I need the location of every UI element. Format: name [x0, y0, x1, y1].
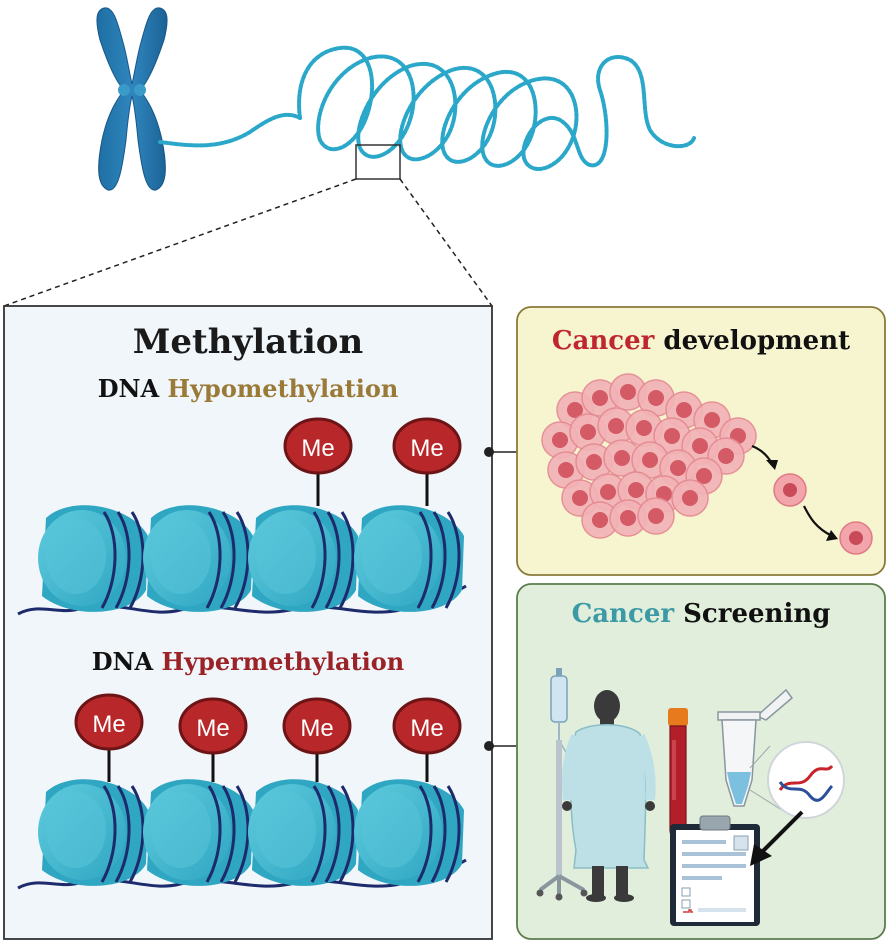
zoom-line-right [399, 178, 493, 307]
arrow-head [766, 460, 778, 470]
development-word2: development [663, 326, 851, 356]
connector-dot-development [484, 447, 494, 457]
hyper-me-marker-1 [74, 693, 144, 782]
cancer-cell [617, 471, 655, 509]
hyper-nucleosome-2 [143, 779, 253, 886]
connector-dot-screening [484, 741, 494, 751]
dna-coil [158, 45, 696, 171]
me-label: Me [300, 715, 333, 742]
cancer-cell [541, 421, 579, 459]
screening-word2: Screening [683, 599, 831, 629]
hyper-nucleosome-row [17, 779, 467, 890]
hyper-nucleosome-3 [248, 779, 358, 886]
cancer-cell [547, 451, 585, 489]
hypo-nucleosome-row [17, 505, 467, 616]
cancer-screening-title: Cancer Screening [517, 599, 885, 629]
patient-icon [561, 690, 656, 902]
me-label: Me [301, 435, 334, 462]
me-label: Me [92, 711, 125, 738]
hyper-prefix: DNA [91, 647, 154, 676]
blood-tube-icon [668, 708, 688, 840]
report-clipboard-icon [670, 815, 760, 926]
cancer-development-title: Cancer development [517, 326, 885, 356]
sample-tube-icon [717, 688, 794, 807]
hypo-word: Hypomethylation [167, 374, 399, 403]
cancer-cell [569, 413, 607, 451]
hyper-heading: DNA Hypermethylation [0, 647, 496, 676]
metastatic-cell [773, 473, 807, 507]
cancer-cell [609, 373, 647, 411]
hyper-nucleosome-1 [38, 779, 148, 886]
cancer-cell [575, 443, 613, 481]
hypo-nucleosome-4 [354, 505, 464, 612]
tumor-cluster-icon [541, 373, 873, 555]
hypo-me-marker-2 [392, 417, 462, 506]
development-word1: Cancer [551, 326, 655, 356]
cancer-cell [625, 409, 663, 447]
cancer-cell [685, 457, 723, 495]
arrow-head [826, 530, 838, 541]
hypo-heading: DNA Hypomethylation [0, 374, 496, 403]
chromosome-icon [96, 7, 168, 191]
result-arrow-icon [750, 810, 804, 866]
me-label: Me [410, 715, 443, 742]
methylation-title: Methylation [132, 322, 364, 362]
hyper-me-marker-2 [178, 697, 248, 782]
zoom-line-left [3, 178, 357, 307]
cancer-cell [589, 473, 627, 511]
screening-word1: Cancer [571, 599, 675, 629]
hyper-me-marker-4 [392, 697, 462, 782]
hypo-nucleosome-1 [38, 505, 148, 612]
metastatic-cell [839, 521, 873, 555]
hyper-word: Hypermethylation [161, 647, 405, 676]
hypo-me-marker-1 [283, 417, 353, 506]
cancer-cell [609, 499, 647, 537]
hypo-nucleosome-2 [143, 505, 253, 612]
me-label: Me [410, 435, 443, 462]
cancer-cell [671, 479, 709, 517]
hypo-nucleosome-3 [248, 505, 358, 612]
dna-magnifier-icon [749, 741, 845, 819]
iv-stand-icon [536, 668, 588, 901]
cancer-cell [581, 379, 619, 417]
cancer-cell [637, 497, 675, 535]
hyper-me-marker-3 [282, 697, 352, 782]
me-label: Me [196, 715, 229, 742]
hyper-nucleosome-4 [354, 779, 464, 886]
zoom-box [355, 144, 401, 180]
hypo-prefix: DNA [97, 374, 160, 403]
